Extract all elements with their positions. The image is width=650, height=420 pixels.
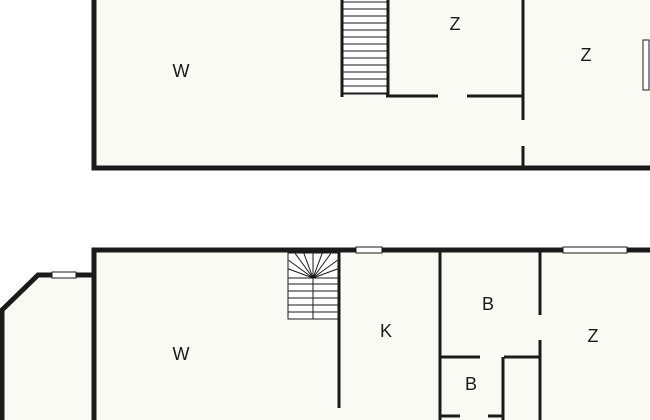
lower-room-kitchen-label: K [380,321,392,341]
stair-winder [312,268,339,279]
lower-bay-area [2,275,94,420]
window-bay [51,271,77,279]
lower-room-living-label: W [173,344,190,364]
upper-exterior-walls [91,0,650,171]
lower-interior-walls [337,252,542,420]
upper-room-bedroom-1-label: Z [450,14,461,34]
upper-floor: W Z Z [91,0,650,171]
lower-floor: W K B B Z [0,246,650,420]
lower-windows [51,246,628,279]
upper-room-living-label: W [173,61,190,81]
stair-winder [312,253,332,279]
window-bedroom [562,246,628,254]
upper-interior-walls [340,0,525,168]
stair-winder [303,252,314,279]
stair-winder [312,252,323,279]
window-kitchen [355,246,383,254]
stair-winder [288,259,314,279]
upper-window-right [642,39,650,91]
lower-room-wc-label: B [465,374,477,394]
lower-floor-area [94,250,650,420]
lower-staircase [287,252,339,320]
lower-room-bath-label: B [482,294,494,314]
stair-winder [312,259,338,279]
upper-room-bedroom-2-label: Z [581,45,592,65]
stair-winder [287,268,314,279]
stair-winder [294,253,314,279]
lower-room-bedroom-label: Z [588,326,599,346]
upper-staircase [342,0,388,95]
